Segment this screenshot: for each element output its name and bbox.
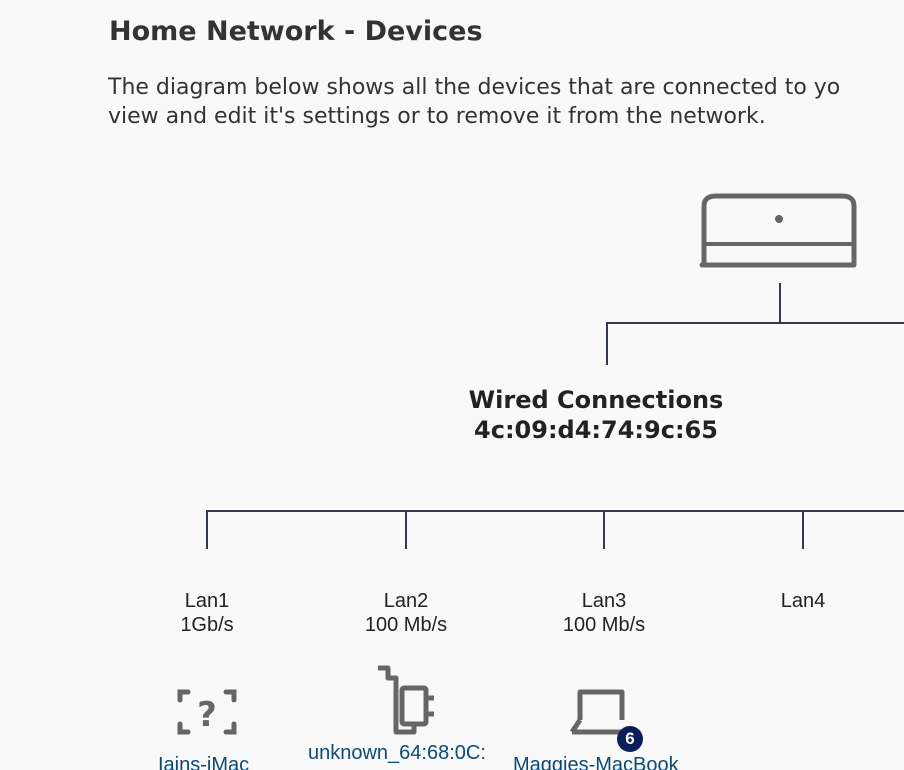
unknown-device-icon[interactable]: ? <box>176 686 238 738</box>
port-name: Lan1 <box>184 590 230 612</box>
intro-line-1: The diagram below shows all the devices … <box>108 75 841 100</box>
intro-line-2: view and edit it's settings or to remove… <box>108 104 766 129</box>
port-speed: 100 Mb/s <box>364 614 448 636</box>
page-title: Home Network - Devices <box>109 16 483 47</box>
svg-text:?: ? <box>197 695 217 735</box>
router-icon[interactable] <box>698 192 860 272</box>
intro-text: The diagram below shows all the devices … <box>108 73 840 131</box>
port-name: Lan3 <box>581 590 627 612</box>
hub-name: Wired Connections <box>468 386 724 414</box>
device-link-maggies-macbook[interactable]: Maggies-MacBook <box>513 754 679 770</box>
port-speed: 1Gb/s <box>180 614 234 636</box>
port-lan1: Lan1 1Gb/s <box>142 589 272 637</box>
hub-mac-address: 4c:09:d4:74:9c:65 <box>474 416 718 444</box>
port-lan3: Lan3 100 Mb/s <box>539 589 669 637</box>
plug-icon[interactable] <box>374 662 438 740</box>
port-name: Lan2 <box>383 590 429 612</box>
port-name: Lan4 <box>780 590 826 612</box>
device-link-iains-imac[interactable]: Iains-iMac <box>158 754 250 770</box>
port-speed: 100 Mb/s <box>562 614 646 636</box>
device-link-unknown-64-68-0c[interactable]: unknown_64:68:0C: <box>308 742 486 764</box>
port-speed <box>738 613 868 637</box>
port-lan2: Lan2 100 Mb/s <box>341 589 471 637</box>
port-lan4: Lan4 <box>738 589 868 637</box>
device-count-badge: 6 <box>617 726 643 752</box>
